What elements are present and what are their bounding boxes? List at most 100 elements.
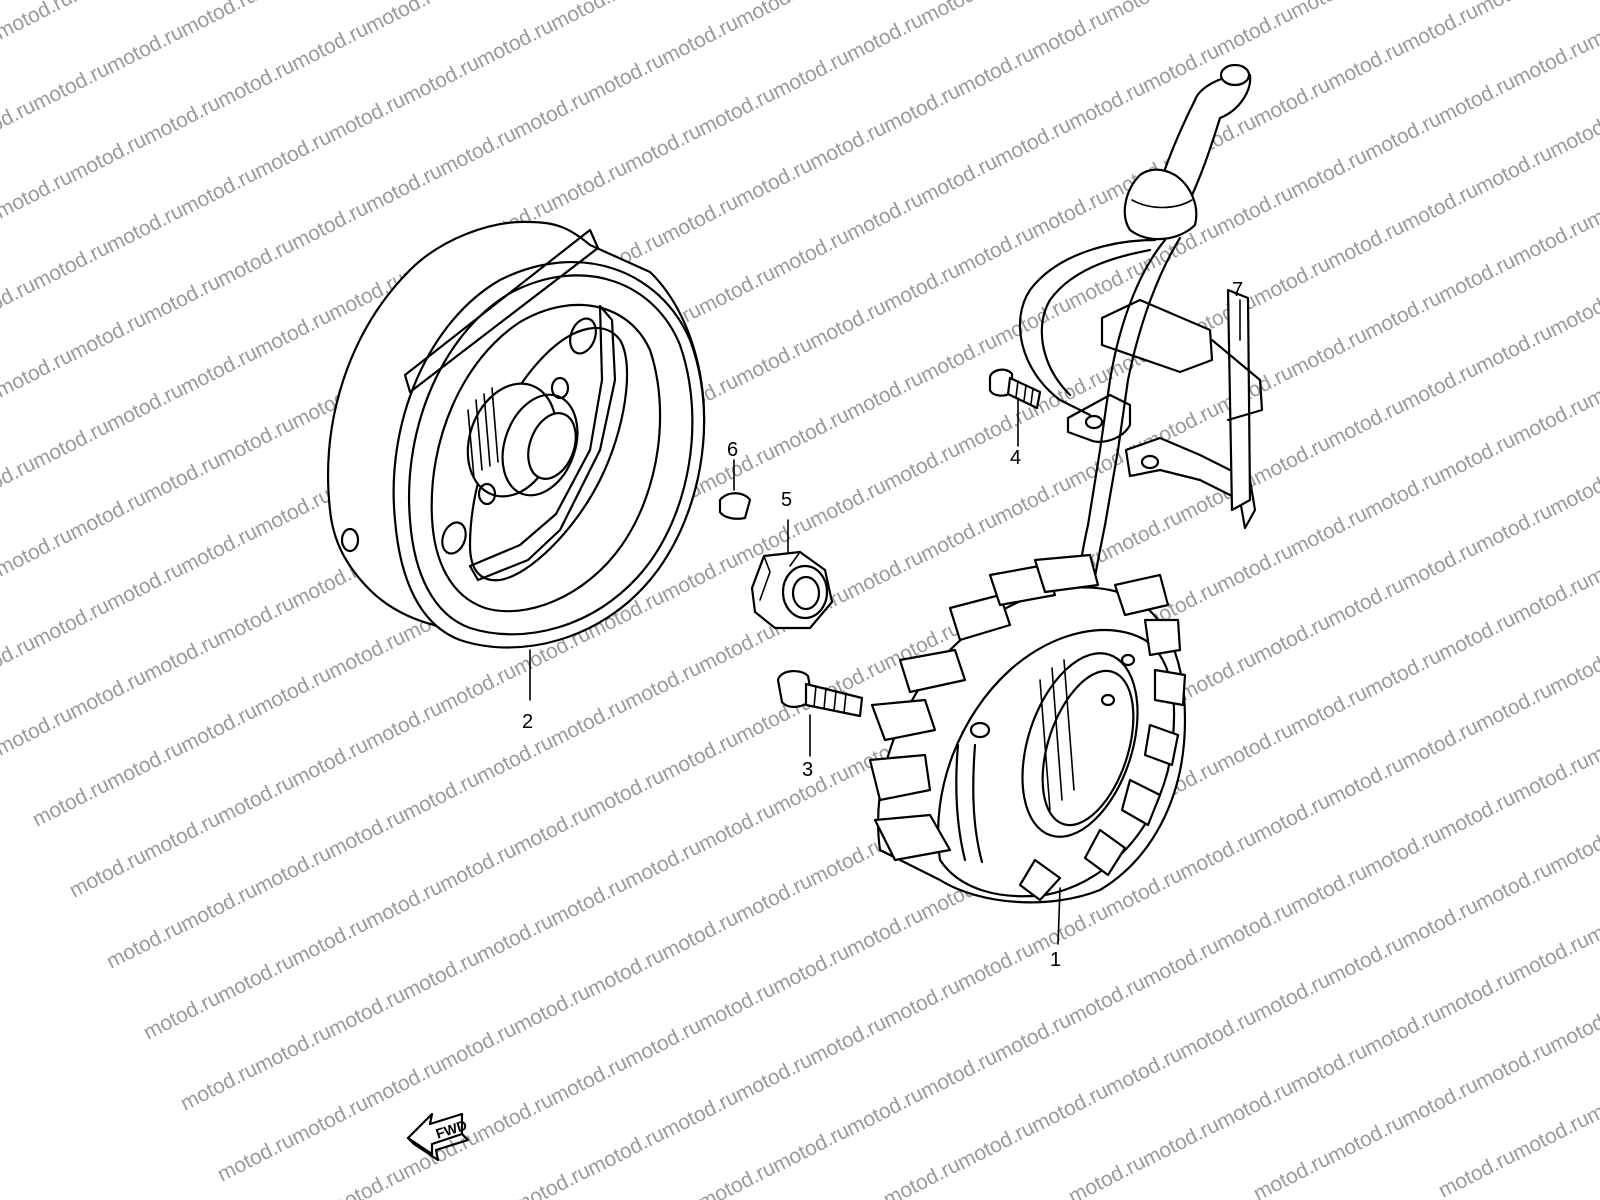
watermark-text: motod.ru	[658, 727, 742, 785]
watermark-text: motod.ru	[1250, 1147, 1334, 1200]
watermark-text: motod.ru	[1213, 1076, 1297, 1134]
watermark-text: motod.ru	[954, 42, 1038, 100]
watermark-text: motod.ru	[510, 980, 594, 1038]
leader-lines	[529, 299, 1241, 945]
watermark-text: motod.ru	[621, 119, 705, 177]
watermark-text: motod.ru	[1324, 36, 1408, 94]
watermark-text: motod.ru	[103, 557, 187, 615]
watermark-text: motod.ru	[436, 0, 520, 1]
watermark-text: motod.ru	[1213, 360, 1297, 418]
watermark-text: motod.ru	[1250, 610, 1334, 668]
watermark-text: motod.ru	[1324, 931, 1408, 989]
watermark-text: motod.ru	[362, 0, 446, 38]
watermark-text: motod.ru	[436, 659, 520, 717]
watermark-text: motod.ru	[658, 1085, 742, 1143]
watermark-text: motod.ru	[1213, 2, 1297, 60]
watermark-text: motod.ru	[1435, 607, 1519, 665]
watermark-text: motod.ru	[880, 258, 964, 316]
watermark-text: motod.ru	[1287, 323, 1371, 381]
watermark-text: motod.ru	[1435, 786, 1519, 844]
watermark-text: motod.ru	[1250, 252, 1334, 310]
watermark-text: motod.ru	[214, 412, 298, 470]
watermark-text: motod.ru	[140, 807, 224, 865]
watermark-text: motod.ru	[991, 1008, 1075, 1066]
fwd-arrow-icon: FWD	[406, 1112, 470, 1162]
watermark-text: motod.ru	[510, 801, 594, 859]
watermark-text: motod.ru	[1509, 1107, 1593, 1165]
watermark-text: motod.ru	[214, 1128, 298, 1186]
watermark-text: motod.ru	[843, 903, 927, 961]
watermark-text: motod.ru	[0, 165, 76, 223]
callout-3: 3	[802, 759, 813, 781]
watermark-text: motod.ru	[1472, 499, 1556, 557]
watermark-text: motod.ru	[1250, 431, 1334, 489]
watermark-text: motod.ru	[1324, 215, 1408, 273]
watermark-text: motod.ru	[880, 974, 964, 1032]
watermark-text: motod.ru	[695, 977, 779, 1035]
watermark-text: motod.ru	[1287, 0, 1371, 23]
watermark-text: motod.ru	[1213, 897, 1297, 955]
watermark-text: motod.ru	[1065, 76, 1149, 134]
watermark-text: motod.ru	[1102, 505, 1186, 563]
watermark-text: motod.ru	[177, 520, 261, 578]
watermark-text: motod.ru	[1028, 184, 1112, 242]
callout-2: 2	[522, 711, 533, 733]
watermark-text: motod.ru	[140, 91, 224, 149]
watermark-text: motod.ru	[140, 270, 224, 328]
watermark-text: motod.ru	[1176, 1005, 1260, 1063]
watermark-text: motod.ru	[806, 116, 890, 174]
watermark-text: motod.ru	[214, 54, 298, 112]
watermark-text: motod.ru	[29, 415, 113, 473]
watermark-text: motod.ru	[695, 619, 779, 677]
watermark-text: motod.ru	[66, 128, 150, 186]
watermark-text: motod.ru	[547, 693, 631, 751]
watermark-text: motod.ru	[732, 869, 816, 927]
watermark-text: motod.ru	[1398, 536, 1482, 594]
watermark-text: motod.ru	[1509, 570, 1593, 628]
watermark-text: motod.ru	[621, 656, 705, 714]
watermark-text: motod.ru	[473, 14, 557, 72]
watermark-text: motod.ru	[1361, 644, 1445, 702]
watermark-text: motod.ru	[510, 1159, 594, 1200]
watermark-text: motod.ru	[732, 1048, 816, 1106]
callout-1: 1	[1050, 949, 1061, 971]
watermark-text: motod.ru	[1287, 144, 1371, 202]
watermark-text: motod.ru	[658, 548, 742, 606]
watermark-text: motod.ru	[1472, 857, 1556, 915]
watermark-text: motod.ru	[1139, 934, 1223, 992]
watermark-text: motod.ru	[1361, 107, 1445, 165]
watermark-text: motod.ru	[806, 1011, 890, 1069]
watermark-text: motod.ru	[177, 0, 261, 41]
watermark-text: motod.ru	[0, 0, 76, 44]
watermark-text: motod.ru	[436, 838, 520, 896]
watermark-text: motod.ru	[140, 986, 224, 1044]
watermark-text: motod.ru	[769, 403, 853, 461]
watermark-text: motod.ru	[214, 770, 298, 828]
callout-6: 6	[727, 439, 738, 461]
watermark-text: motod.ru	[1065, 1150, 1149, 1200]
watermark-text: motod.ru	[584, 48, 668, 106]
watermark-text: motod.ru	[325, 1162, 409, 1200]
watermark-text: motod.ru	[66, 307, 150, 365]
watermark-text: motod.ru	[177, 341, 261, 399]
watermark-text: motod.ru	[288, 196, 372, 254]
watermark-text: motod.ru	[584, 764, 668, 822]
watermark-text: motod.ru	[103, 20, 187, 78]
watermark-text: motod.ru	[843, 187, 927, 245]
watermark-text: motod.ru	[1250, 789, 1334, 847]
watermark-text: motod.ru	[621, 1014, 705, 1072]
watermark-text: motod.ru	[769, 1119, 853, 1177]
watermark-text: motod.ru	[1287, 1039, 1371, 1097]
watermark-text: motod.ru	[473, 1088, 557, 1146]
watermark-text: motod.ru	[251, 125, 335, 183]
watermark-text: motod.ru	[769, 45, 853, 103]
watermark-text: motod.ru	[917, 1045, 1001, 1103]
watermark-text: motod.ru	[66, 665, 150, 723]
flywheel-rotor	[327, 220, 706, 649]
watermark-text: motod.ru	[1176, 826, 1260, 884]
watermark-text: motod.ru	[325, 804, 409, 862]
watermark-text: motod.ru	[880, 79, 964, 137]
watermark-text: motod.ru	[29, 236, 113, 294]
watermark-text: motod.ru	[1139, 1113, 1223, 1171]
watermark-text: motod.ru	[917, 0, 1001, 29]
